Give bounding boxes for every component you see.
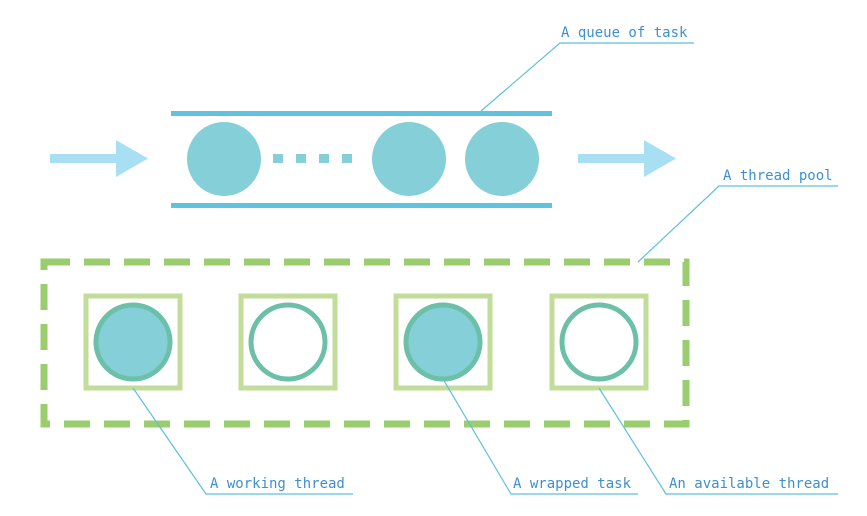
wrapped-task-label: A wrapped task [513, 476, 632, 492]
queue-bottom-rail [171, 203, 552, 208]
queue-task [372, 122, 446, 196]
working-thread-label: A working thread [210, 476, 345, 492]
available-thread-leader-line [598, 387, 838, 495]
incoming-arrow [50, 140, 148, 177]
queue-task [187, 122, 261, 196]
queue-task [465, 122, 539, 196]
queue-top-rail [171, 111, 552, 116]
wrapped-task-leader-line [442, 378, 638, 495]
available-thread-label: An available thread [669, 476, 829, 492]
working-thread-leader-line [132, 387, 353, 495]
thread-pool-label: A thread pool [723, 168, 833, 184]
queue-leader-line [480, 42, 694, 112]
thread-slot-working [393, 293, 493, 391]
leader-lines [132, 42, 838, 495]
thread-pool-border [40, 258, 690, 428]
queue-ellipsis [273, 154, 352, 163]
thread-slot-available [238, 293, 338, 391]
outgoing-arrow [578, 140, 676, 177]
thread-slot-available [549, 293, 649, 391]
queue-label: A queue of task [561, 25, 688, 41]
pool-leader-line [637, 185, 838, 263]
thread-slot-working [83, 293, 183, 391]
